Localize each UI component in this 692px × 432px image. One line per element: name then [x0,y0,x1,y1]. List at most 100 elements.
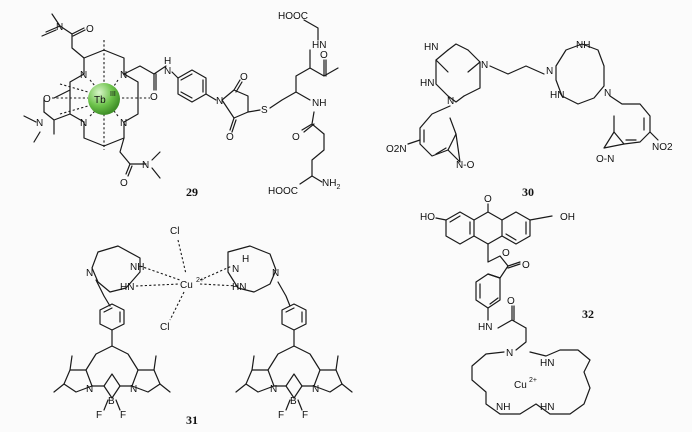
c31-n-r: N [232,264,239,275]
c32-cu-charge: 2+ [529,377,537,384]
c30-o-left: N-O [456,160,475,171]
c31-right-macrocycle [199,245,277,293]
c30-o-right: O [596,154,604,165]
c29-nh2: NH2 [322,178,340,191]
c31-f-r2: F [302,410,308,421]
compound-29: Tb III N N N N O N O N N O O H N [23,11,340,199]
c29-o-e: O [240,72,248,83]
c32-hn-br: HN [540,402,554,413]
c31-n-br1: N [270,384,277,395]
c29-s: S [261,105,268,116]
c31-cu: Cu [180,280,193,291]
c30-hn-2: HN [420,78,434,89]
c31-hn-r: HN [232,282,246,293]
c31-f-r1: F [278,410,284,421]
c32-cyclam [471,349,591,415]
c29-n2: N [120,70,127,81]
c30-n-1: N [481,60,488,71]
c29-o-g: O [320,50,328,61]
c31-cl-top: Cl [170,226,179,237]
c30-no2: NO2 [652,142,673,153]
c30-right-nbd [603,95,651,149]
c32-cu: Cu [514,380,527,391]
c29-n-a: N [56,22,63,33]
compound-31: Cl Cl Cu 2+ NH HN N H N HN N [53,226,353,427]
compound-number-30: 30 [522,185,534,199]
c31-nh-l: NH [130,262,144,273]
compound-30: HN HN N N NH N HN N N-O O2N O-N [386,40,673,199]
compound-number-31: 31 [186,413,198,427]
c29-n-e: N [216,96,223,107]
c30-right-cyclen [555,43,605,105]
c31-n-r2: N [272,268,279,279]
c31-n-l: N [86,268,93,279]
c31-left-bodipy [53,303,171,411]
c29-nh2-nh: NH [322,178,336,189]
c31-right-bodipy [235,303,353,411]
c31-cu-charge: 2+ [196,277,204,284]
c32-o-amide: O [507,296,515,307]
c30-n-left: N [456,160,463,171]
c31-hn-l: HN [120,282,134,293]
c29-hn-top: HN [312,40,326,51]
c29-o-h: O [292,132,300,143]
c30-left-nbd [419,105,461,163]
c30-n-3: N [546,66,553,77]
tb-label: Tb [94,95,106,106]
c31-left-macrocycle [91,245,181,293]
c30-o2n: O2N [386,144,407,155]
c29-n-c: N [142,160,149,171]
c29-n3: N [80,118,87,129]
c29-o-a: O [86,24,94,35]
c32-ho: HO [420,212,435,223]
c31-h-r: H [242,254,249,265]
c32-o-carbonyl: O [522,260,530,271]
c31-cl-bottom: Cl [160,322,169,333]
c29-hooc-bot: HOOC [268,186,298,197]
c30-n-4: N [604,88,611,99]
c32-oh: OH [560,212,575,223]
c30-nh-1: NH [576,40,590,51]
c29-o-b: O [43,94,51,105]
c31-b-l: B [108,396,115,407]
c30-hn-1: HN [424,42,438,53]
c30-n-right: N [607,154,614,165]
c29-o-d: O [150,92,158,103]
c32-hn-tr: HN [540,358,554,369]
compound-32: HO OH O O O HN O N HN NH HN [420,194,594,415]
c32-n: N [506,348,513,359]
c29-n1: N [80,70,87,81]
compound-number-29: 29 [186,185,198,199]
c31-n-bl2: N [130,384,137,395]
c31-f-l1: F [96,410,102,421]
c29-h: H [164,56,171,67]
c32-o-lactone: O [502,248,510,259]
c29-n-b: N [36,118,43,129]
c32-o-bridge: O [484,194,492,205]
c32-xanthene [435,203,553,245]
c31-b-r: B [290,396,297,407]
c30-o2n-text: O2N [386,144,407,155]
c32-nh-bl: NH [496,402,510,413]
tb-charge: III [110,91,116,98]
c30-left-cyclen [435,43,481,103]
tb-sphere [88,83,120,115]
c31-n-bl1: N [86,384,93,395]
c29-o-c: O [120,178,128,189]
c30-hn-3: HN [550,90,564,101]
c29-n4: N [120,118,127,129]
compound-number-32: 32 [582,307,594,321]
c31-n-br2: N [312,384,319,395]
c31-f-l2: F [120,410,126,421]
c30-o-left-atom: O [467,160,475,171]
c30-n-2: N [447,96,454,107]
c29-hooc-top: HOOC [278,11,308,22]
c29-nh: NH [312,98,326,109]
c29-phenyl [177,69,207,103]
c29-nh2-sub: 2 [336,184,340,191]
c32-hn: HN [478,322,492,333]
c29-o-f: O [226,132,234,143]
c29-n-d: N [164,66,171,77]
